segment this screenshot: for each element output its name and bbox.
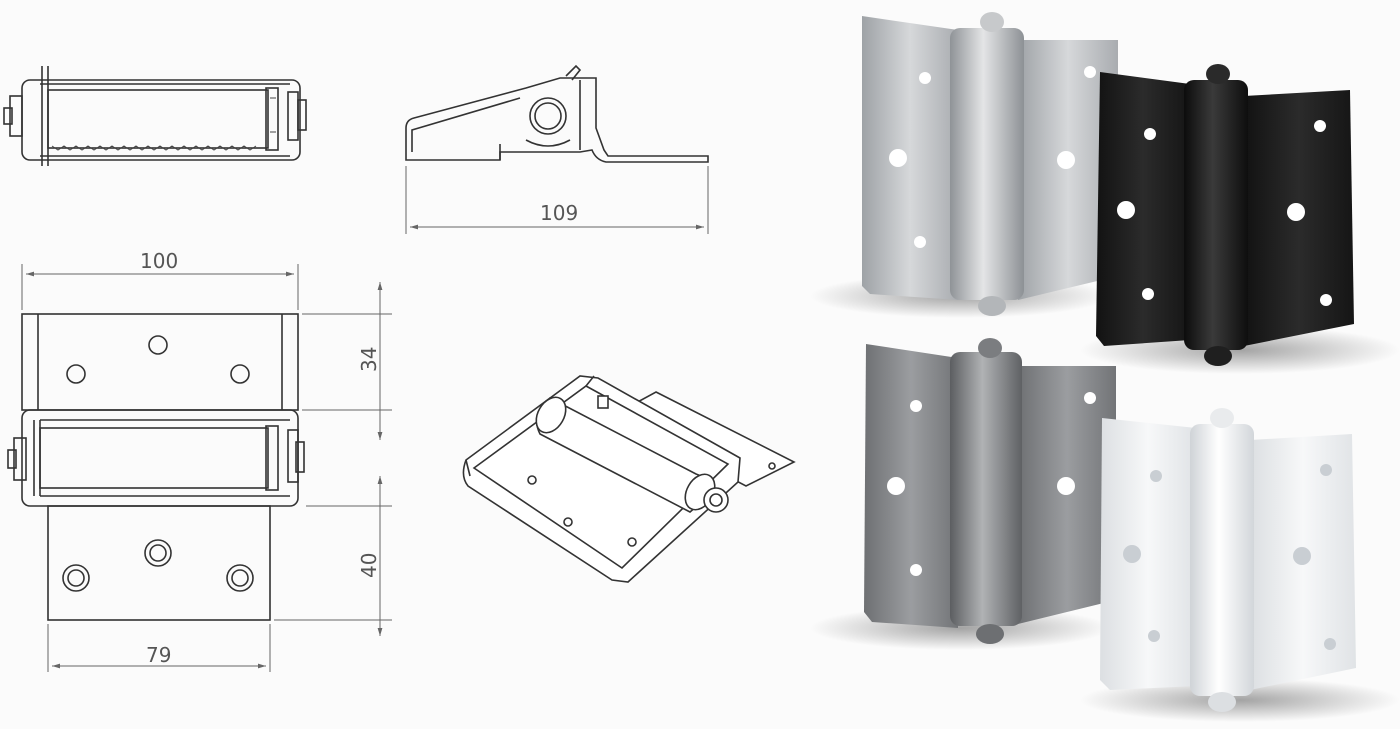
hinge-photo-satin [810,12,1118,318]
dimension-length: 109 [540,201,578,225]
drawing-top-view [3,66,307,166]
dimension-width-bottom: 79 [146,643,171,667]
drawing-isometric-view [462,375,796,583]
dimension-leaf-upper: 34 [357,347,381,372]
dimension-leaf-lower: 40 [357,553,381,578]
drawing-side-view: 109 [405,64,709,234]
hinge-photo-black [1080,64,1400,374]
drawing-front-view: 100 79 [7,249,392,672]
hinge-photo-white [1080,408,1400,722]
dimension-width-top: 100 [140,249,178,273]
hinge-photo-stainless [810,338,1116,650]
